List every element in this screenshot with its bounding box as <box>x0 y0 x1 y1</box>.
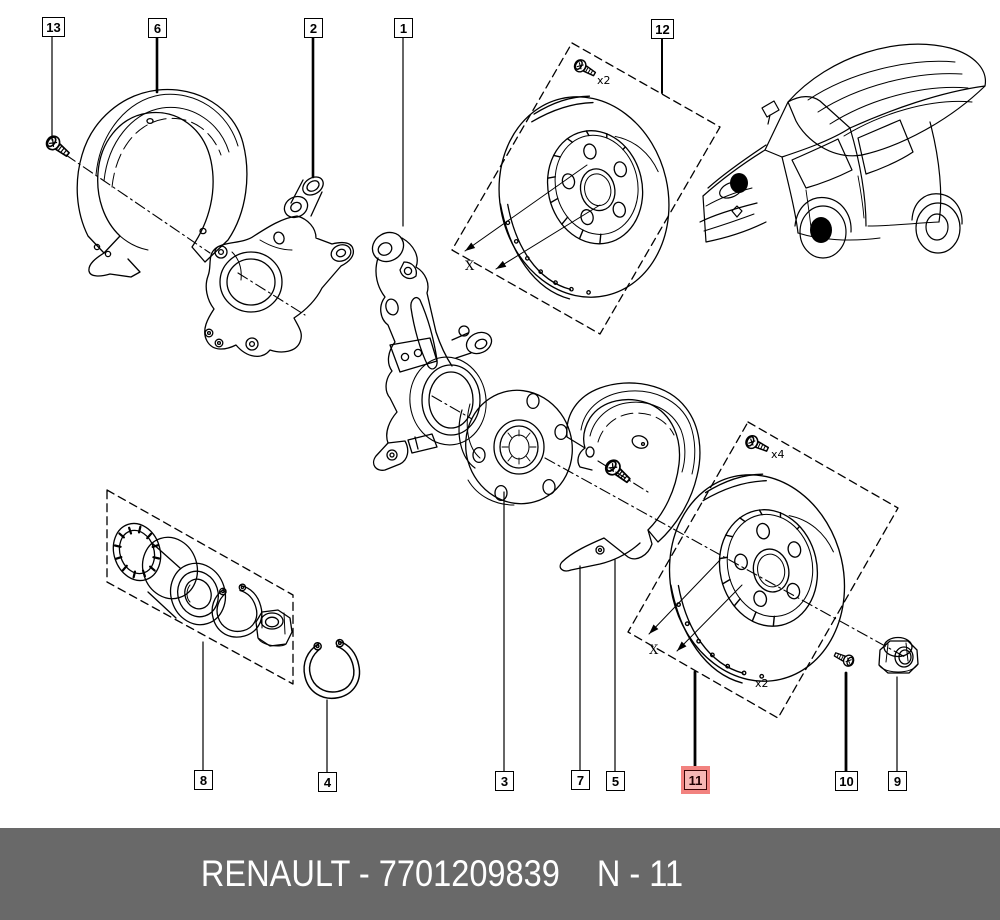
hub-nut-9 <box>878 636 919 674</box>
hub-nut-kit <box>255 609 293 647</box>
thickness-x-top: X <box>465 259 475 274</box>
wheel-bearing <box>141 536 227 626</box>
callout-9[interactable]: 9 <box>888 771 907 791</box>
callout-8[interactable]: 8 <box>194 770 213 790</box>
annotation-texts: x2 x4 x2 X X <box>465 74 785 690</box>
target-ring <box>112 522 162 582</box>
brake-disc-12 <box>478 78 690 316</box>
callout-1[interactable]: 1 <box>394 18 413 38</box>
footer-bar: RENAULT - 7701209839 N - 11 <box>0 828 1000 920</box>
screw-disc-11 <box>743 433 771 456</box>
screw-disc-12 <box>571 57 599 81</box>
callout-7[interactable]: 7 <box>571 770 590 790</box>
exploded-view-drawing: x2 x4 x2 X X <box>43 35 986 773</box>
footer-text: RENAULT - 7701209839 N - 11 <box>201 853 683 895</box>
vehicle-illustration <box>699 43 986 259</box>
dust-shield-5 <box>559 382 701 572</box>
callout-13[interactable]: 13 <box>42 17 65 37</box>
callout-6[interactable]: 6 <box>148 18 167 38</box>
callout-2[interactable]: 2 <box>304 18 323 38</box>
qty-x4: x4 <box>771 448 785 461</box>
snap-ring-4 <box>299 636 364 703</box>
bearing-kit-8 <box>112 522 293 647</box>
qty-x2-bottom: x2 <box>755 677 769 690</box>
callout-11[interactable]: 11 <box>684 770 707 790</box>
callout-4[interactable]: 4 <box>318 772 337 792</box>
dust-shield-6 <box>76 88 248 278</box>
axis-lines <box>65 154 906 658</box>
steering-knuckle-1 <box>371 231 493 471</box>
footer-page-ref: N - 11 <box>596 853 684 894</box>
callout-12[interactable]: 12 <box>651 19 674 39</box>
screw-7 <box>601 456 635 488</box>
thickness-x-bottom: X <box>649 643 659 658</box>
wheel-hub-3 <box>458 389 573 506</box>
footer-part-number: RENAULT - 7701209839 <box>200 853 560 894</box>
qty-x2-top: x2 <box>597 74 611 87</box>
leader-lines <box>51 35 898 773</box>
callout-10[interactable]: 10 <box>835 771 858 791</box>
kit-boxes <box>106 42 899 719</box>
screw-10 <box>832 648 857 669</box>
steering-knuckle-2 <box>204 176 355 357</box>
callout-5[interactable]: 5 <box>606 771 625 791</box>
thickness-mark-top <box>462 164 601 273</box>
thickness-mark-bottom <box>645 559 743 655</box>
callout-3[interactable]: 3 <box>495 771 514 791</box>
